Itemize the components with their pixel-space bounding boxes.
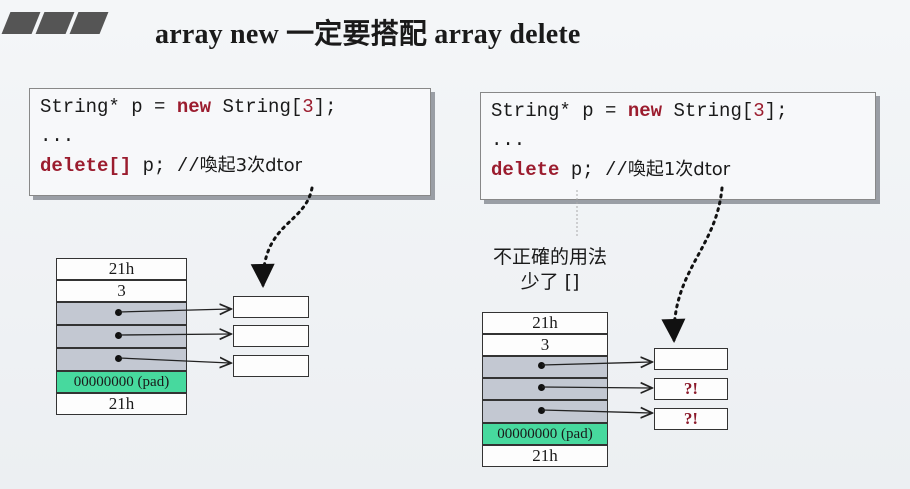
- code-text: String[: [662, 100, 754, 122]
- array-size: 3: [753, 100, 765, 122]
- incorrect-usage-note: 不正確的用法 少了 []: [480, 245, 620, 295]
- pointer-dot: [538, 362, 545, 369]
- count-cell: 3: [56, 280, 187, 302]
- string-object-unknown: ?!: [654, 408, 728, 430]
- note-line-2: 少了 []: [520, 271, 580, 293]
- pointer-arrow: [118, 358, 230, 363]
- count-cell: 3: [482, 334, 608, 356]
- code-box-left: String* p = new String[3]; ... delete[] …: [29, 88, 431, 196]
- string-object: [233, 355, 309, 377]
- keyword-delete: delete: [491, 159, 560, 181]
- string-object-unknown: ?!: [654, 378, 728, 400]
- code-text: String* p =: [491, 100, 628, 122]
- pointer-dot: [115, 355, 122, 362]
- code-text: p; //: [559, 159, 628, 181]
- code-text: ];: [313, 96, 337, 118]
- pointer-arrow: [541, 387, 651, 388]
- keyword-new: new: [627, 100, 663, 122]
- pointer-dot: [115, 309, 122, 316]
- pointer-dot: [538, 384, 545, 391]
- array-size: 3: [302, 96, 314, 118]
- pointer-arrow: [541, 410, 651, 413]
- note-line-1: 不正確的用法: [492, 246, 607, 268]
- keyword-delete-array: delete[]: [40, 155, 132, 177]
- code-box-right: String* p = new String[3]; ... delete p;…: [480, 92, 876, 200]
- pointer-arrow: [118, 334, 230, 335]
- cookie-cell: 21h: [482, 445, 608, 467]
- page-title: array new 一定要搭配 array delete: [155, 19, 581, 50]
- code-comment: 喚起1次dtor: [627, 159, 731, 180]
- string-object: [233, 325, 309, 347]
- cookie-cell: 21h: [56, 393, 187, 415]
- pointer-dot: [538, 407, 545, 414]
- code-text: ];: [764, 100, 788, 122]
- pointer-arrow: [118, 309, 230, 312]
- pad-cell: 00000000 (pad): [482, 423, 608, 445]
- pad-cell: 00000000 (pad): [56, 371, 187, 393]
- code-text: String[: [211, 96, 303, 118]
- code-comment: 喚起3次dtor: [199, 155, 302, 176]
- code-text: String* p =: [40, 96, 177, 118]
- string-object: [233, 296, 309, 318]
- code-ellipsis: ...: [491, 129, 526, 151]
- pointer-cell: [482, 356, 608, 378]
- keyword-new: new: [176, 96, 212, 118]
- pointer-cell: [482, 378, 608, 400]
- cookie-cell: 21h: [56, 258, 187, 280]
- code-ellipsis: ...: [40, 125, 75, 147]
- dtor-dotted-arrow: [250, 186, 314, 288]
- string-object: [654, 348, 728, 370]
- dtor-dotted-arrow: [661, 186, 724, 343]
- code-text: p; //: [131, 155, 200, 177]
- cookie-cell: 21h: [482, 312, 608, 334]
- pointer-arrow: [541, 362, 651, 365]
- pointer-dot: [115, 332, 122, 339]
